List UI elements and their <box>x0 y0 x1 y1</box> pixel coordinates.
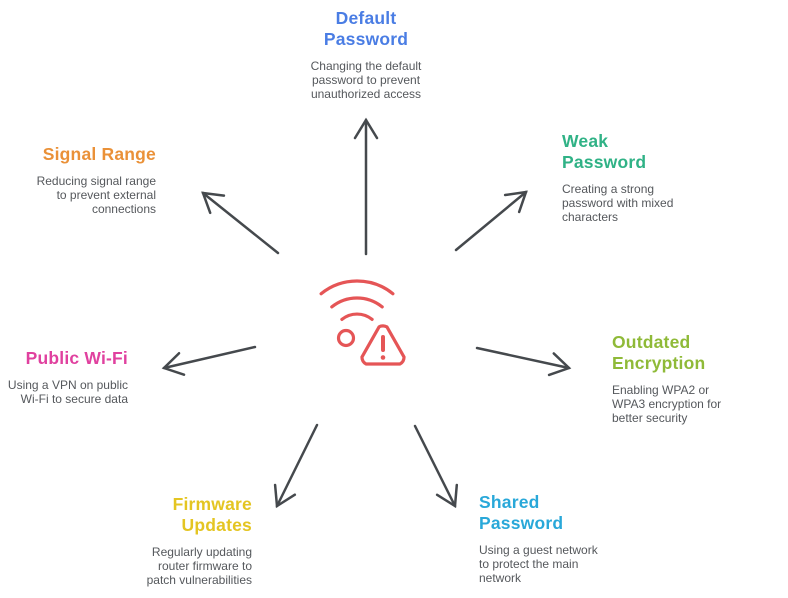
warning-exclamation-dot <box>380 355 386 360</box>
topic-shared-password: Shared Password Using a guest network to… <box>479 492 654 585</box>
topic-title: Shared Password <box>479 492 564 533</box>
topic-description: Reducing signal range to prevent externa… <box>36 174 156 216</box>
wifi-warning-icon <box>319 279 406 366</box>
topic-title: Outdated Encryption <box>612 332 706 373</box>
topic-title: Public Wi-Fi <box>25 348 128 368</box>
arrow-group <box>161 117 572 509</box>
topic-description: Using a guest network to protect the mai… <box>479 543 598 585</box>
arrow-signal-range <box>201 191 280 255</box>
topic-description: Changing the default password to prevent… <box>310 59 422 101</box>
wifi-arc-inner <box>340 312 374 321</box>
topic-weak-password: Weak Password Creating a strong password… <box>562 131 722 224</box>
topic-title: Firmware Updates <box>172 494 252 535</box>
wifi-arc-middle <box>330 296 384 309</box>
topic-description: Regularly updating router firmware to pa… <box>146 545 252 587</box>
arrow-shared-password <box>413 424 459 509</box>
wifi-arc-outer <box>319 279 395 296</box>
topic-title: Weak Password <box>562 131 647 172</box>
topic-signal-range: Signal Range Reducing signal range to pr… <box>16 144 156 216</box>
topic-outdated-encryption: Outdated Encryption Enabling WPA2 or WPA… <box>612 332 782 425</box>
topic-title: Default Password <box>323 8 409 49</box>
arrow-firmware-updates <box>273 423 319 509</box>
topic-firmware-updates: Firmware Updates Regularly updating rout… <box>92 494 252 587</box>
topic-title: Signal Range <box>42 144 156 164</box>
topic-default-password: Default Password Changing the default pa… <box>246 8 486 101</box>
arrow-outdated-encryption <box>475 346 572 377</box>
topic-description: Using a VPN on public Wi-Fi to secure da… <box>7 378 128 406</box>
arrow-weak-password <box>454 190 528 252</box>
topic-description: Creating a strong password with mixed ch… <box>562 182 674 224</box>
topic-description: Enabling WPA2 or WPA3 encryption for bet… <box>612 383 722 425</box>
topic-public-wifi: Public Wi-Fi Using a VPN on public Wi-Fi… <box>0 348 128 406</box>
wifi-dot <box>336 328 356 348</box>
arrow-public-wifi <box>161 345 257 376</box>
